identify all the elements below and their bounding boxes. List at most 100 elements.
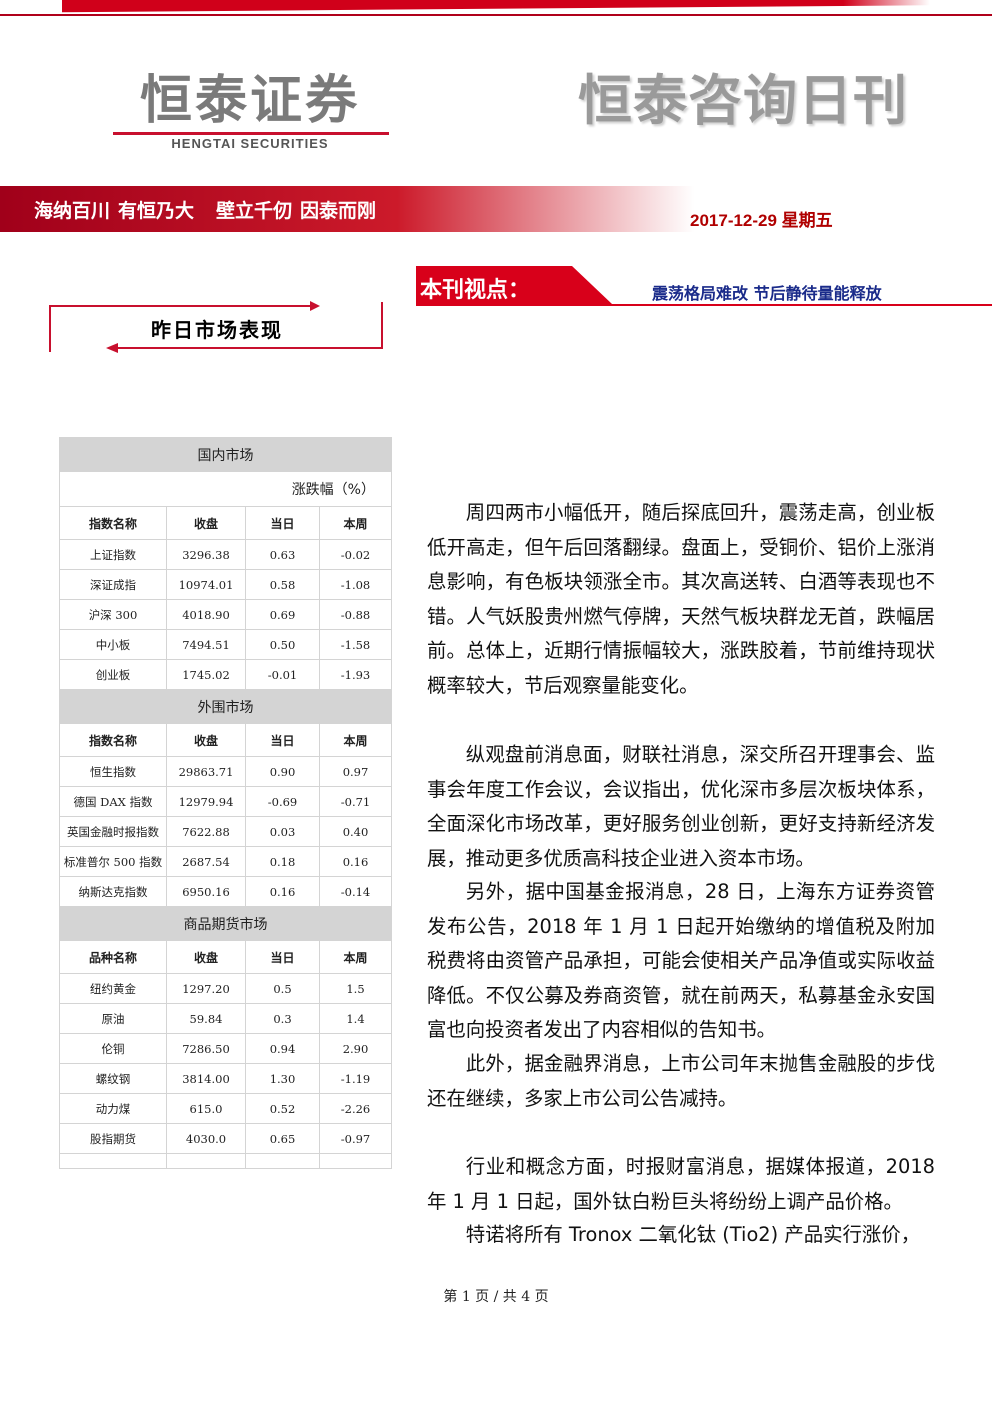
logo-english-text: HENGTAI SECURITIES xyxy=(171,136,329,151)
column-header: 本周 xyxy=(319,506,392,540)
slogan-part-3: 壁立千仞 xyxy=(216,200,293,222)
value-cell: 0.63 xyxy=(245,539,320,570)
column-header: 收盘 xyxy=(166,940,246,974)
value-cell: 0.5 xyxy=(245,973,320,1004)
empty-cell xyxy=(245,1153,320,1169)
value-cell: 4018.90 xyxy=(166,599,246,630)
unit-label: 涨跌幅（%） xyxy=(59,471,392,507)
paragraph: 另外，据中国基金报消息，28 日，上海东方证券资管发布公告，2018 年 1 月… xyxy=(427,880,935,1041)
value-cell: -0.14 xyxy=(319,876,392,907)
slogan-part-4: 因泰而刚 xyxy=(300,200,377,222)
table-section-header: 国内市场 xyxy=(59,437,392,472)
empty-cell xyxy=(59,1153,167,1169)
instrument-name: 上证指数 xyxy=(59,539,167,570)
section-title-cell: 外围市场 xyxy=(59,689,392,724)
value-cell: 10974.01 xyxy=(166,569,246,600)
column-header: 本周 xyxy=(319,940,392,974)
section-frame xyxy=(49,301,383,353)
logo-divider xyxy=(113,132,389,135)
instrument-name: 沪深 300 xyxy=(59,599,167,630)
logo-chinese-text: 恒泰证券 xyxy=(139,71,360,131)
value-cell: 0.50 xyxy=(245,629,320,660)
company-logo: 恒泰证券 HENGTAI SECURITIES xyxy=(105,70,395,160)
value-cell: 0.52 xyxy=(245,1093,320,1124)
instrument-name: 动力煤 xyxy=(59,1093,167,1124)
instrument-name: 英国金融时报指数 xyxy=(59,816,167,847)
value-cell: 0.03 xyxy=(245,816,320,847)
value-cell: -1.08 xyxy=(319,569,392,600)
instrument-name: 深证成指 xyxy=(59,569,167,600)
value-cell: -1.19 xyxy=(319,1063,392,1094)
instrument-name: 伦铜 xyxy=(59,1033,167,1064)
instrument-name: 纳斯达克指数 xyxy=(59,876,167,907)
column-header: 当日 xyxy=(245,506,320,540)
value-cell: -1.93 xyxy=(319,659,392,690)
publication-title: 恒泰咨询日刊 xyxy=(578,69,908,132)
section-title: 昨日市场表现 xyxy=(151,318,283,342)
slogan-part-2: 有恒乃大 xyxy=(118,200,195,222)
empty-cell xyxy=(319,1153,392,1169)
value-cell: 6950.16 xyxy=(166,876,246,907)
paragraph: 此外，据金融界消息，上市公司年末抛售金融股的步伐还在继续，多家上市公司公告减持。 xyxy=(427,1052,935,1110)
instrument-name: 恒生指数 xyxy=(59,756,167,787)
value-cell: -0.88 xyxy=(319,599,392,630)
value-cell: 2687.54 xyxy=(166,846,246,877)
value-cell: 615.0 xyxy=(166,1093,246,1124)
value-cell: 0.65 xyxy=(245,1123,320,1154)
value-cell: 2.90 xyxy=(319,1033,392,1064)
viewpoint-rule xyxy=(416,304,992,306)
instrument-name: 创业板 xyxy=(59,659,167,690)
value-cell: 0.40 xyxy=(319,816,392,847)
column-header-row: 指数名称收盘当日本周 xyxy=(59,506,392,540)
value-cell: 1.5 xyxy=(319,973,392,1004)
value-cell: 3814.00 xyxy=(166,1063,246,1094)
column-header: 当日 xyxy=(245,723,320,757)
instrument-name: 标准普尔 500 指数 xyxy=(59,846,167,877)
table-end-row xyxy=(59,1153,392,1169)
value-cell: 0.3 xyxy=(245,1003,320,1034)
value-cell: 7286.50 xyxy=(166,1033,246,1064)
value-cell: 0.94 xyxy=(245,1033,320,1064)
value-cell: 1297.20 xyxy=(166,973,246,1004)
value-cell: -0.02 xyxy=(319,539,392,570)
page-number: 第 1 页 / 共 4 页 xyxy=(443,1289,549,1305)
value-cell: 0.16 xyxy=(319,846,392,877)
column-header-row: 品种名称收盘当日本周 xyxy=(59,940,392,974)
table-section-header: 外围市场 xyxy=(59,689,392,724)
unit-row: 涨跌幅（%） xyxy=(59,471,392,507)
instrument-name: 德国 DAX 指数 xyxy=(59,786,167,817)
column-header: 品种名称 xyxy=(59,940,167,974)
value-cell: -0.71 xyxy=(319,786,392,817)
value-cell: 29863.71 xyxy=(166,756,246,787)
value-cell: 7494.51 xyxy=(166,629,246,660)
column-header: 指数名称 xyxy=(59,723,167,757)
value-cell: -0.97 xyxy=(319,1123,392,1154)
value-cell: 0.18 xyxy=(245,846,320,877)
value-cell: 0.16 xyxy=(245,876,320,907)
value-cell: -0.01 xyxy=(245,659,320,690)
value-cell: 0.69 xyxy=(245,599,320,630)
issue-date: 2017-12-29 星期五 xyxy=(690,211,833,230)
paragraph: 纵观盘前消息面，财联社消息，深交所召开理事会、监事会年度工作会议，会议指出，优化… xyxy=(427,743,935,870)
value-cell: 1745.02 xyxy=(166,659,246,690)
section-title-cell: 商品期货市场 xyxy=(59,906,392,941)
viewpoint-headline: 震荡格局难改 节后静待量能释放 xyxy=(652,284,882,303)
slogan-part-1: 海纳百川 xyxy=(34,200,111,222)
column-header: 本周 xyxy=(319,723,392,757)
value-cell: -0.69 xyxy=(245,786,320,817)
instrument-name: 螺纹钢 xyxy=(59,1063,167,1094)
paragraph: 周四两市小幅低开，随后探底回升，震荡走高，创业板低开高走，但午后回落翻绿。盘面上… xyxy=(427,501,935,697)
instrument-name: 中小板 xyxy=(59,629,167,660)
top-red-rule xyxy=(0,14,992,16)
